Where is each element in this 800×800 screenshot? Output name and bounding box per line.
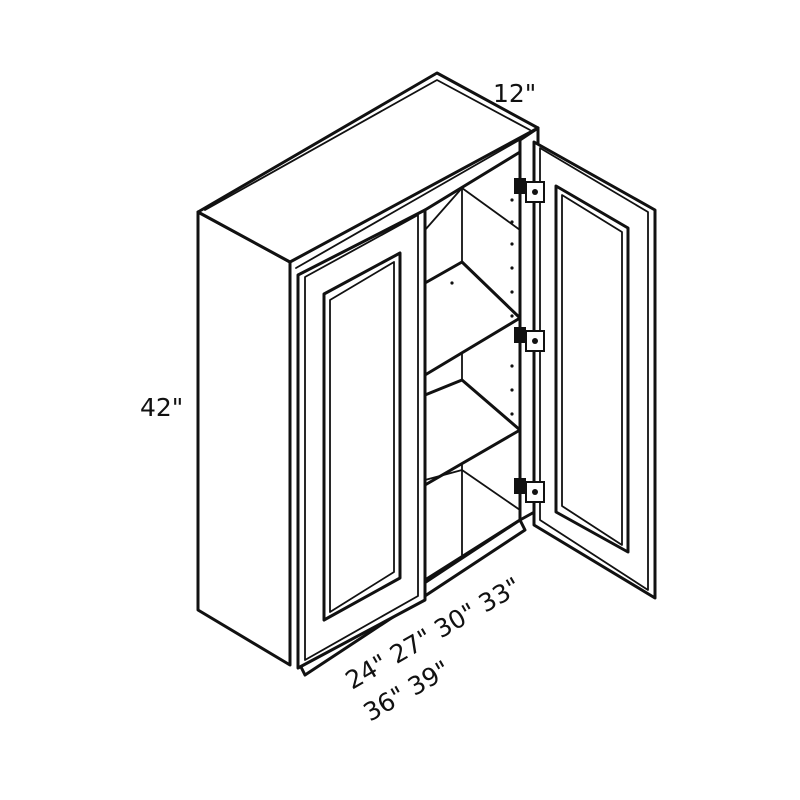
depth-dimension-label: 12" [493,79,536,108]
cabinet-left-side [196,210,292,667]
right-door-recessed-panel [554,184,630,554]
cabinet-top-inner-edge [295,134,529,269]
shelf-pin-holes [450,198,514,416]
interior-top-back [424,187,521,231]
left-door-recessed-panel [322,251,402,622]
right-door-bevel [539,147,649,591]
hinge-middle-icon [514,327,545,352]
shelf-lower-edge [424,469,521,511]
right-door-panel-inner [561,194,623,546]
left-door-panel-inner [329,261,395,613]
height-dimension-label: 42" [140,393,183,422]
hinge-top-icon [514,178,545,203]
left-door-bevel [304,214,419,661]
hinge-bottom-icon [514,478,545,503]
cabinet-top-edge [204,79,531,211]
